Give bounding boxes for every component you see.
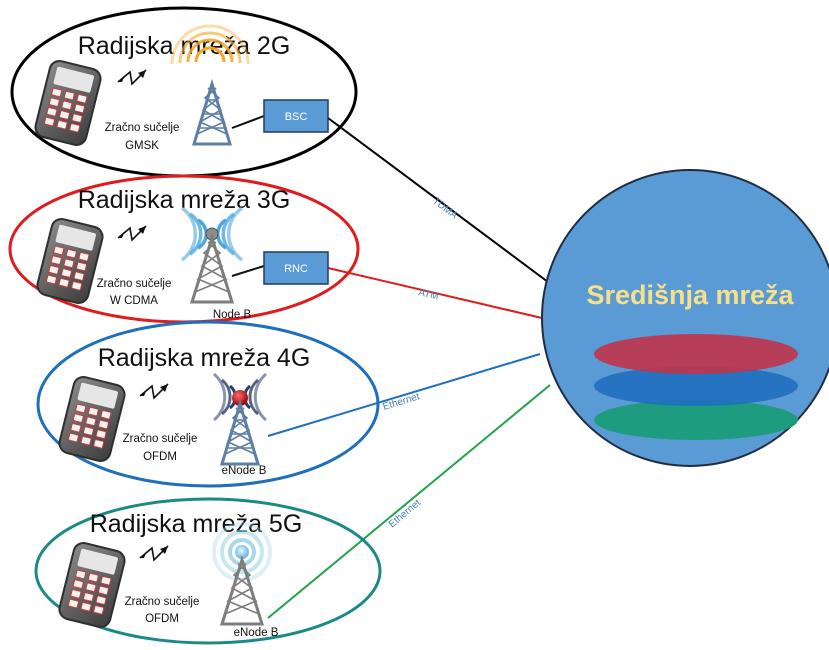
modulation-label-2g: GMSK [125, 140, 159, 152]
air-interface-label-2g: Zračno sučelje [105, 122, 180, 134]
modulation-label-5g: OFDM [145, 613, 179, 625]
network-5g: Radijska mreža 5G Zračno sučelje OFDM eN… [34, 497, 382, 645]
air-interface-label-3g: Zračno sučelje [97, 278, 172, 290]
tower-icon [220, 558, 264, 626]
modulation-label-4g: OFDM [143, 451, 177, 463]
network-4g-title: Radijska mreža 4G [98, 344, 311, 372]
antenna-bulb [235, 545, 249, 559]
link-label-5g: Ethernet [387, 497, 423, 530]
phone-icon [56, 539, 128, 631]
link-3g [327, 267, 543, 319]
link-label-4g: Ethernet [382, 391, 422, 413]
network-3g: Radijska mreža 3G RNC Zračno sučelje W C… [8, 174, 360, 324]
radio-link-icon [117, 69, 147, 85]
network-2g: Radijska mreža 2G BSC Zračno sučelje GMS… [10, 6, 358, 178]
rnc-box [263, 251, 329, 285]
core-layer-blue [594, 366, 798, 406]
phone-icon [34, 215, 106, 307]
link-2g [327, 117, 549, 283]
network-5g-outline [34, 497, 382, 645]
signal-waves-icon [170, 24, 250, 65]
network-4g: Radijska mreža 4G Zračno sučelje OFDM eN… [36, 320, 380, 488]
radio-link-icon [139, 545, 169, 561]
node-label-4g: eNode B [222, 465, 267, 477]
tower-icon [220, 402, 260, 466]
radio-link-icon [139, 383, 169, 399]
antenna-bulb [232, 390, 248, 406]
network-5g-title: Radijska mreža 5G [90, 510, 303, 538]
core-network-title: Središnja mreža [586, 280, 794, 310]
link-4g [267, 353, 541, 437]
air-interface-label-4g: Zračno sučelje [123, 433, 198, 445]
bsc-label: BSC [285, 111, 308, 123]
bsc-box [263, 99, 329, 133]
modulation-label-3g: W CDMA [110, 295, 158, 307]
phone-icon [56, 373, 128, 465]
core-layer-green [594, 400, 798, 440]
core-network: Središnja mreža [541, 169, 829, 467]
rnc-label: RNC [284, 263, 308, 275]
tower-icon [192, 82, 232, 146]
node-label-3g: Node B [213, 309, 252, 321]
link-label-3g: ATM [417, 287, 439, 302]
node-label-5g: eNode B [234, 627, 279, 639]
radio-link-icon [117, 225, 147, 241]
phone-icon [32, 57, 104, 149]
network-4g-outline [36, 320, 380, 488]
air-interface-label-5g: Zračno sučelje [125, 596, 200, 608]
link-label-2g: TDMA [430, 196, 460, 222]
core-layer-red [594, 334, 798, 374]
link-5g [267, 384, 551, 619]
